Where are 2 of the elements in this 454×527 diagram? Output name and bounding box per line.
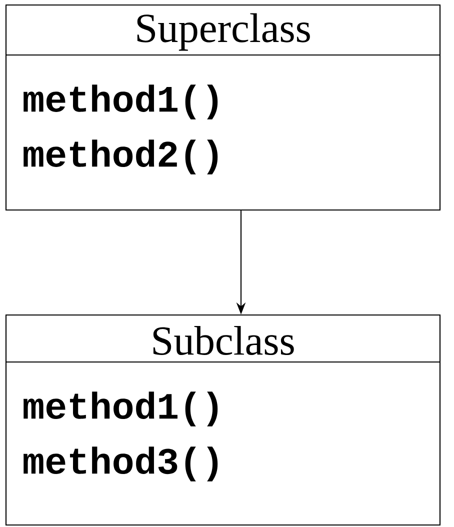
class-box: Subclass method1() method3() [5, 314, 441, 526]
class-box: Superclass method1() method2() [5, 4, 441, 211]
